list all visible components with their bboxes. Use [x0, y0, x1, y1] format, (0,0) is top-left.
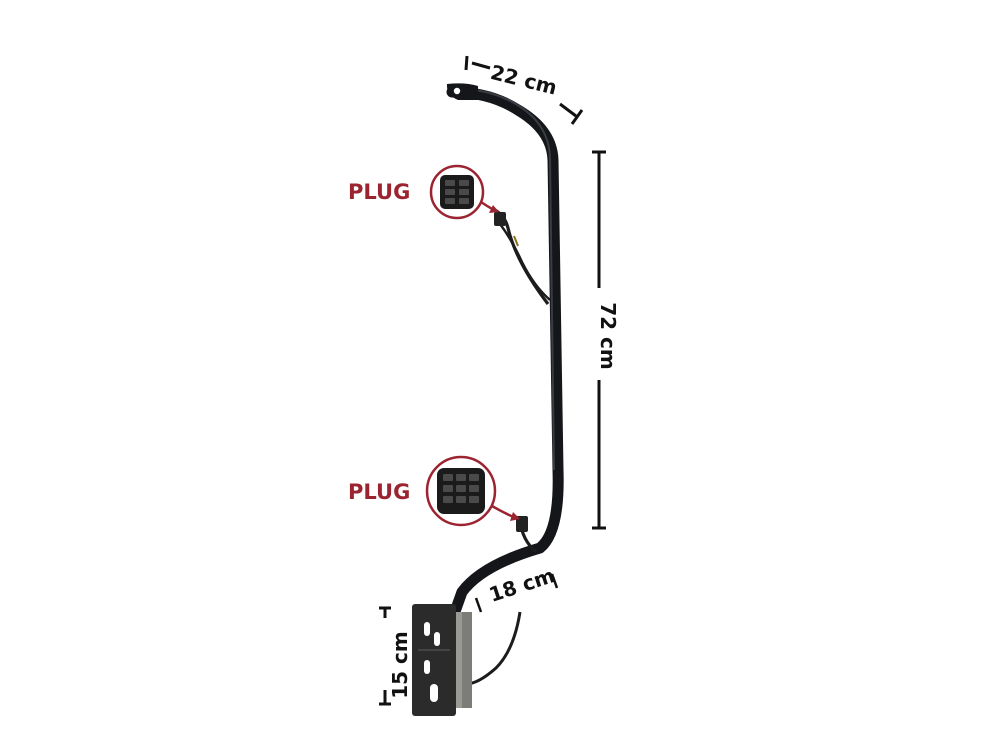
plug-callout-lower-arrowhead: [510, 512, 520, 521]
dimension-bottom: [474, 573, 559, 613]
dimension-top-cap-right: [570, 109, 584, 125]
dimension-top-line-left: [471, 61, 491, 70]
dimension-top: [464, 55, 584, 125]
plug-callout-lower: [425, 455, 520, 527]
dimension-top-line-right: [559, 102, 577, 118]
harness-cable-upper-2: [499, 223, 551, 301]
plug-callout-upper: [429, 164, 499, 220]
plug-label-upper: PLUG: [348, 180, 411, 204]
bracket-plate: [412, 604, 456, 716]
wiring-harness: [465, 208, 551, 686]
bracket-slot-2: [434, 632, 440, 646]
dimension-bottom-cap-right: [550, 573, 559, 589]
top-mount-tab: [446, 83, 478, 100]
mirror-arm: [446, 83, 564, 626]
dimension-bracket: [379, 606, 391, 706]
harness-connector-upper: [494, 212, 506, 226]
bracket-metal-shade: [462, 612, 472, 708]
mounting-bracket: [412, 604, 472, 716]
bracket-slot-1: [424, 622, 430, 636]
plug-label-lower: PLUG: [348, 480, 411, 504]
harness-wire-mark: [513, 235, 519, 247]
top-mount-hole: [453, 87, 461, 95]
dimension-bracket-label: 15 cm: [387, 631, 412, 699]
bracket-slot-4: [430, 684, 438, 702]
plug-callout-upper-arrowhead: [489, 205, 499, 213]
bracket-slot-3: [424, 660, 430, 674]
dimension-vertical: [592, 150, 606, 530]
harness-connector-lower: [516, 516, 528, 532]
arm-tube-highlight: [457, 88, 555, 471]
arm-tube: [446, 86, 564, 626]
dimension-top-cap-left: [464, 55, 469, 71]
plug-connector-12pin-icon: [437, 468, 485, 514]
dimension-bottom-cap-left: [474, 597, 483, 613]
harness-cable-bottom: [465, 611, 522, 686]
plug-connector-8pin-icon: [440, 175, 474, 209]
dimension-vertical-label: 72 cm: [595, 302, 620, 370]
